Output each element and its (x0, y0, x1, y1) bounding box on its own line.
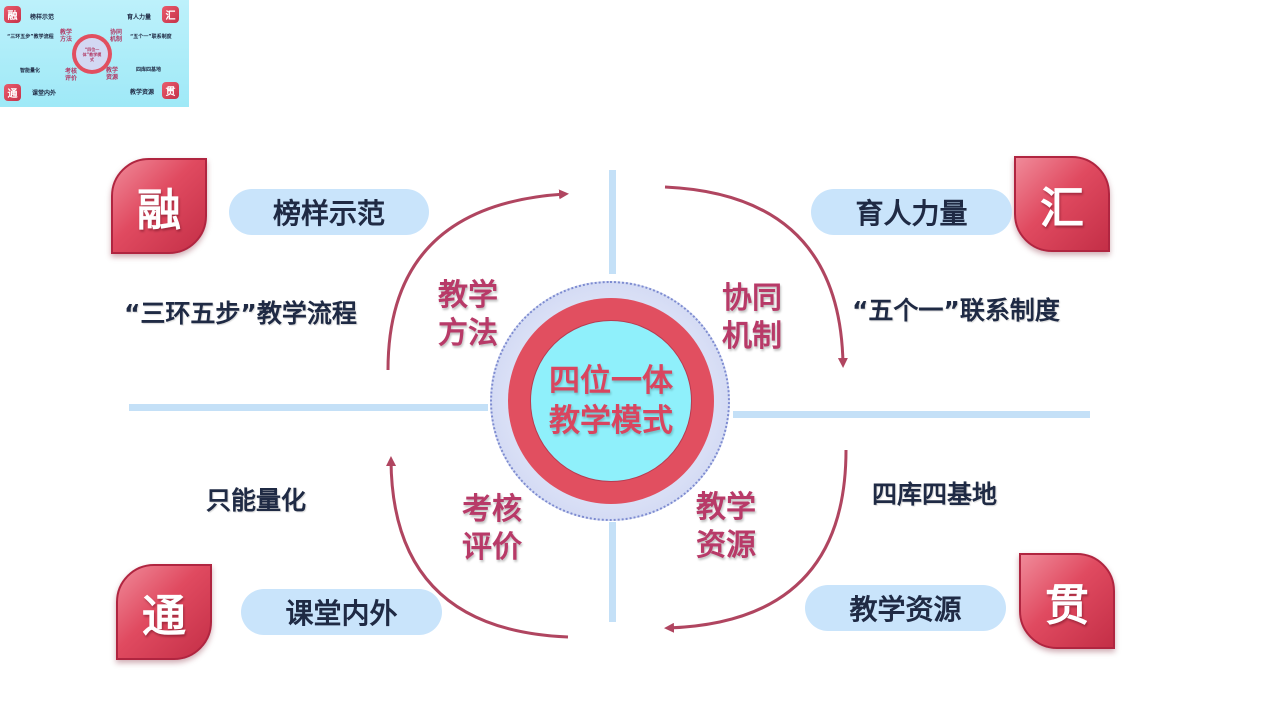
badge-tong: 通 (116, 564, 212, 660)
thumb-badge-rong: 融 (4, 6, 21, 23)
quadrant-jiaoxue-ziyuan-line1: 教学 (696, 490, 756, 525)
divider-top (609, 170, 616, 274)
quadrant-kaohe-pingjia-line1: 考核 (462, 492, 522, 527)
badge-hui: 汇 (1014, 156, 1110, 252)
quadrant-xietong-jizhi-line2: 机制 (722, 319, 782, 354)
thumb-text-left-upper: “三环五步”教学流程 (7, 34, 54, 40)
pill-yuren-liliang: 育人力量 (811, 189, 1012, 235)
thumb-badge-tong: 通 (4, 84, 21, 101)
thumb-quadrant-bottom-right: 教学资源 (105, 67, 118, 81)
thumb-pill-bottom-left: 课堂内外 (32, 90, 57, 97)
quadrant-jiaoxue-fangfa: 教学 方法 (438, 277, 498, 353)
thumb-quadrant-top-right: 协同机制 (109, 29, 122, 43)
thumb-text-right-upper: “五个一”联系制度 (130, 34, 172, 40)
thumb-pill-bottom-right: 教学资源 (130, 89, 155, 96)
badge-guan: 贯 (1019, 553, 1115, 649)
thumb-quadrant-top-left: 教学方法 (59, 29, 72, 43)
thumb-quadrant-bottom-left: 考核评价 (64, 68, 77, 82)
arrow-top-right (664, 185, 848, 368)
quadrant-xietong-jizhi: 协同 机制 (722, 280, 782, 356)
thumb-badge-guan: 贯 (162, 82, 179, 99)
thumb-text-left-lower: 智能量化 (20, 68, 41, 74)
quadrant-jiaoxue-fangfa-line1: 教学 (438, 278, 498, 313)
pill-ketang-neiwai: 课堂内外 (241, 589, 442, 635)
center-inner-circle: 四位一体 教学模式 (530, 320, 692, 482)
slide-thumbnail[interactable]: 融 汇 通 贯 榜样示范 育人力量 课堂内外 教学资源 “三环五步”教学流程 “… (0, 0, 189, 107)
quadrant-kaohe-pingjia: 考核 评价 (462, 491, 522, 567)
divider-bottom (609, 522, 616, 622)
divider-right (733, 411, 1090, 418)
thumb-center-inner: “四位一体”教学模式 (76, 38, 108, 70)
thumb-pill-top-left: 榜样示范 (30, 14, 55, 21)
text-wugeyi: “五个一”联系制度 (852, 296, 1060, 325)
arrow-top-left (386, 189, 569, 371)
arrow-bottom-left (386, 456, 569, 639)
quadrant-kaohe-pingjia-line2: 评价 (462, 530, 522, 565)
arrow-bottom-right (664, 449, 848, 633)
text-siku-sijidi: 四库四基地 (872, 480, 998, 509)
quadrant-jiaoxue-ziyuan-line2: 资源 (696, 528, 756, 563)
center-title: 四位一体 教学模式 (549, 361, 673, 441)
quadrant-jiaoxue-ziyuan: 教学 资源 (696, 489, 756, 565)
thumb-pill-top-right: 育人力量 (127, 14, 152, 21)
quadrant-jiaoxue-fangfa-line2: 方法 (438, 316, 498, 351)
divider-left (129, 404, 488, 411)
center-title-line1: 四位一体 (549, 363, 673, 399)
thumb-text-right-lower: 四库四基地 (136, 67, 162, 73)
text-sanhuan-wubu: “三环五步”教学流程 (124, 299, 357, 328)
pill-jiaoxue-ziyuan: 教学资源 (805, 585, 1006, 631)
thumb-center-text: “四位一体”教学模式 (82, 46, 102, 62)
thumb-badge-hui: 汇 (162, 6, 179, 23)
center-title-line2: 教学模式 (549, 403, 673, 439)
quadrant-xietong-jizhi-line1: 协同 (722, 281, 782, 316)
pill-bangyang-shifan: 榜样示范 (229, 189, 429, 235)
text-zhineng-lianghua: 只能量化 (206, 486, 307, 515)
badge-rong: 融 (111, 158, 207, 254)
